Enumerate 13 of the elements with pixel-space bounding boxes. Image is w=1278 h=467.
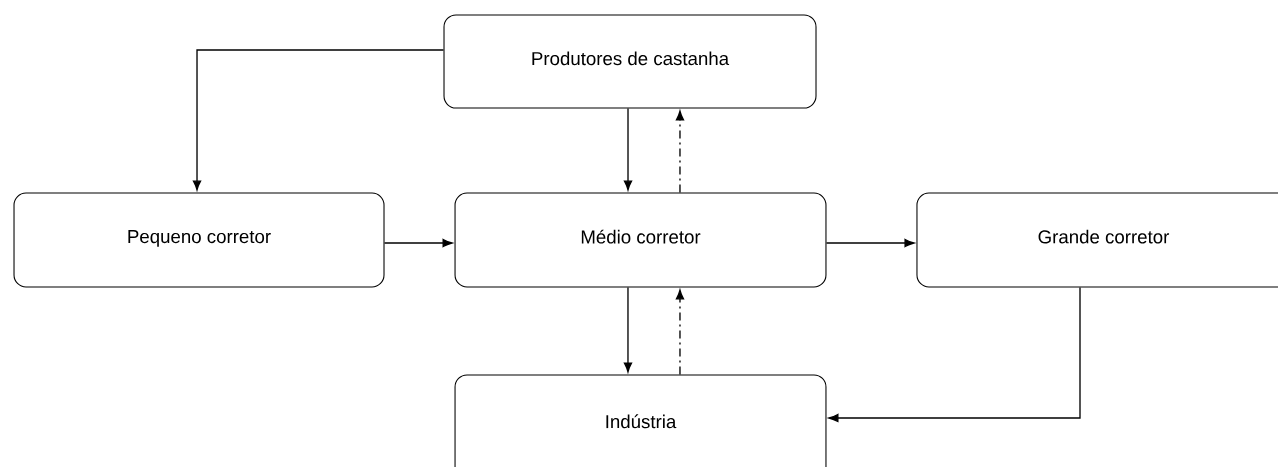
arrow: [675, 289, 685, 376]
arrow: [623, 107, 633, 191]
process-box: Produtores de castanha: [443, 14, 817, 109]
arrow: [825, 238, 915, 248]
arrow: [383, 238, 453, 248]
arrow: [675, 110, 685, 194]
arrow: [828, 286, 1081, 423]
arrow: [623, 286, 633, 373]
process-box: Pequeno corretor: [13, 192, 385, 288]
process-box: Médio corretor: [454, 192, 827, 288]
process-box: Grande corretor: [916, 192, 1278, 288]
arrow: [192, 49, 445, 191]
process-box: Indústria: [454, 374, 827, 467]
